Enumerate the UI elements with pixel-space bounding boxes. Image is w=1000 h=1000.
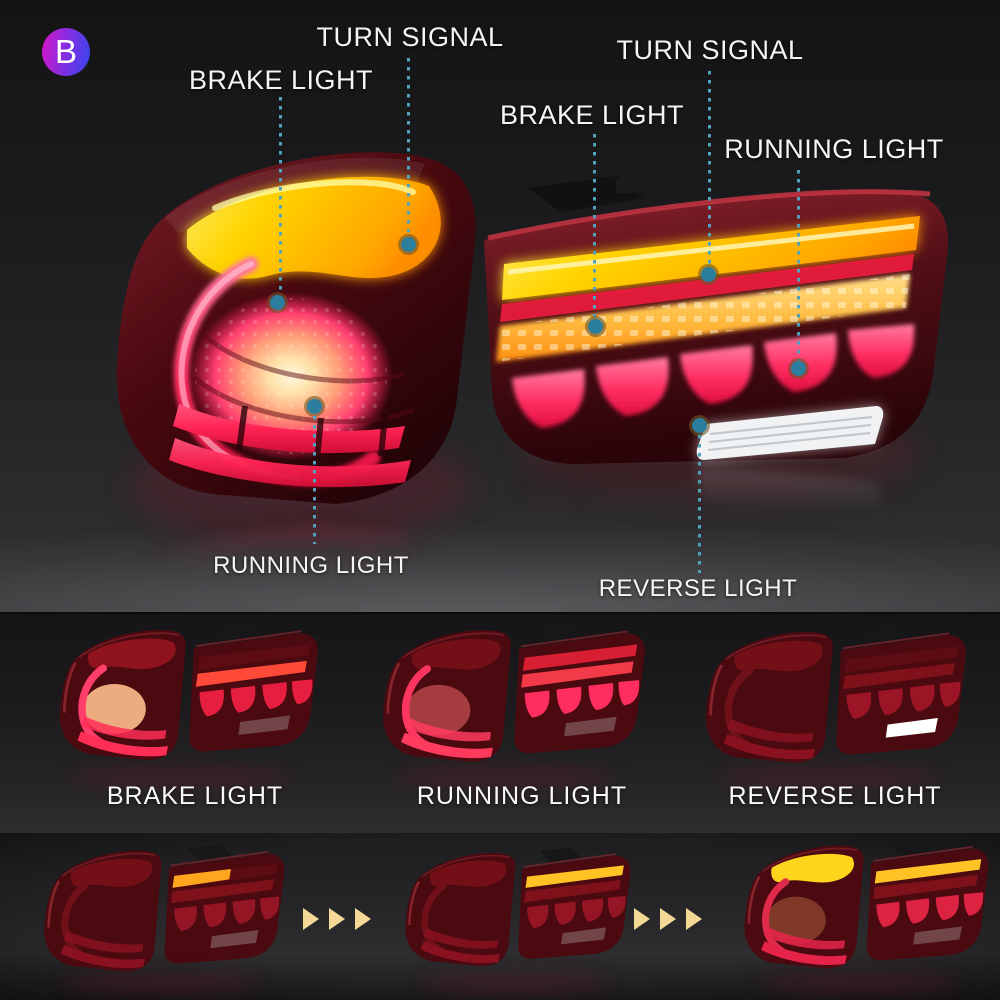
callout-label-brake-light-left: BRAKE LIGHT <box>188 65 374 95</box>
callout-dot <box>270 295 285 310</box>
brand-badge: B <box>42 28 90 76</box>
mode-image-reverse <box>688 624 968 773</box>
callout-dot <box>701 267 716 282</box>
tail-lamp-right-photo <box>468 172 960 467</box>
triangle-right-icon <box>634 908 650 930</box>
hero-section: B TURN SIGNAL BRAKE LIGHT TURN SIGNAL BR… <box>0 0 1000 612</box>
modes-section: BRAKE LIGHT RUNNING LIGHT REVERSE LIGHT <box>0 612 1000 835</box>
triangle-right-icon <box>660 908 676 930</box>
callout-label-turn-signal-right: TURN SIGNAL <box>616 35 804 65</box>
callout-line <box>698 435 701 573</box>
callout-line <box>797 170 800 361</box>
callout-dot <box>692 418 707 433</box>
mode-image-running <box>365 622 647 772</box>
callout-line <box>593 134 596 319</box>
sequence-stage-3-image <box>728 838 990 978</box>
callout-line <box>279 97 282 295</box>
arrows-group <box>634 908 702 930</box>
triangle-right-icon <box>686 908 702 930</box>
callout-line <box>313 416 316 544</box>
sequence-reflection <box>760 973 960 993</box>
mode-label-reverse: REVERSE LIGHT <box>728 782 942 810</box>
sequence-stage-1-image <box>28 843 286 981</box>
callout-dot <box>588 319 603 334</box>
tail-lamp-left-photo <box>95 138 500 518</box>
mode-label-running: RUNNING LIGHT <box>416 782 628 810</box>
callout-label-turn-signal-left: TURN SIGNAL <box>316 22 504 52</box>
lamp-reflection <box>468 462 960 522</box>
callout-label-reverse-light-bottom: REVERSE LIGHT <box>598 575 798 602</box>
mode-image-brake <box>42 622 320 770</box>
sequence-section <box>0 833 1000 1000</box>
sequence-reflection <box>420 973 610 993</box>
callout-dot <box>401 237 416 252</box>
callout-dot <box>791 361 806 376</box>
mode-reflection <box>395 766 615 788</box>
triangle-right-icon <box>355 908 371 930</box>
mode-reflection <box>718 766 938 788</box>
callout-line <box>407 58 410 238</box>
callout-dot <box>307 399 322 414</box>
mode-reflection <box>70 766 290 788</box>
badge-letter: B <box>54 32 77 70</box>
triangle-right-icon <box>329 908 345 930</box>
mode-label-brake: BRAKE LIGHT <box>106 782 284 810</box>
sequence-stage-2-image <box>390 846 632 975</box>
callout-line <box>708 71 711 267</box>
callout-label-running-light-right: RUNNING LIGHT <box>724 134 944 164</box>
arrows-group <box>303 908 371 930</box>
callout-label-brake-light-right: BRAKE LIGHT <box>499 100 685 130</box>
callout-label-running-light-bottom: RUNNING LIGHT <box>213 552 409 579</box>
triangle-right-icon <box>303 908 319 930</box>
sequence-reflection <box>60 973 260 993</box>
